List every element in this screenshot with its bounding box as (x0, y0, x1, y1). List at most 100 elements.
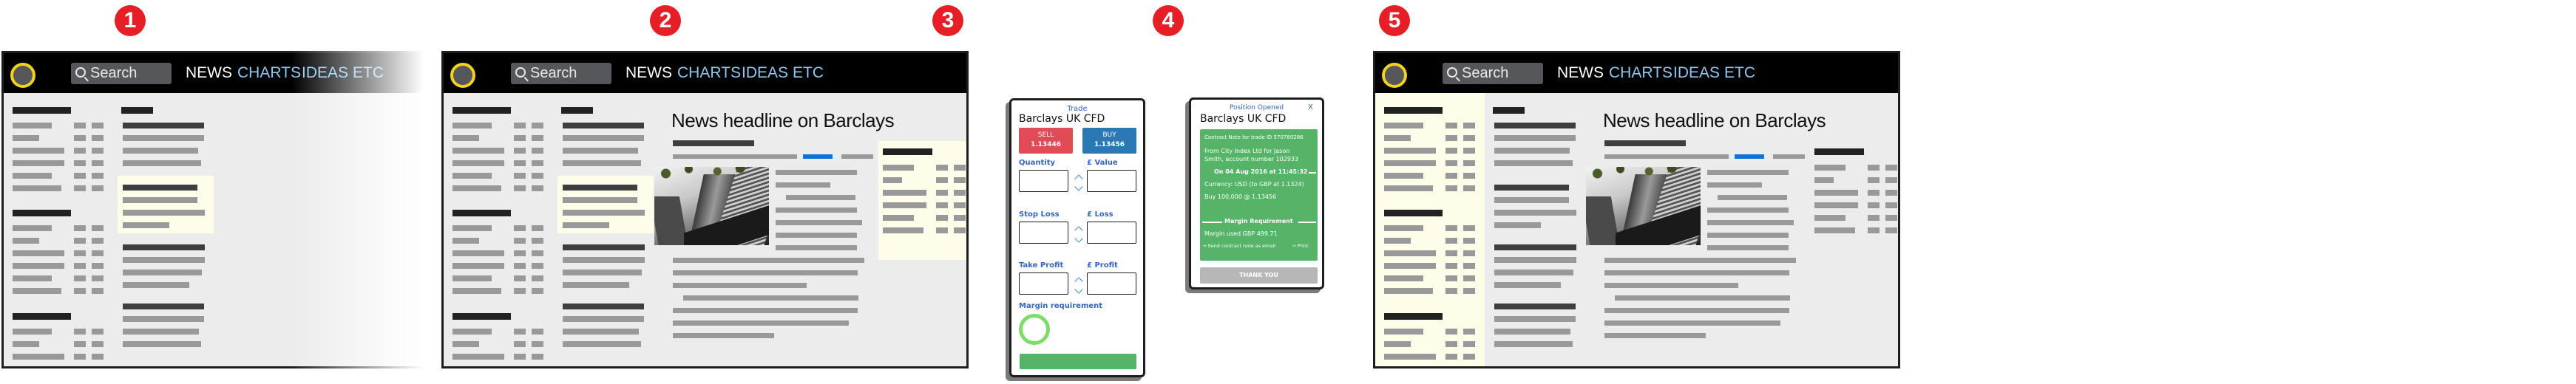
nav-charts[interactable]: CHARTS (237, 64, 301, 81)
placeholder-text-bar (1718, 195, 1787, 200)
placeholder-text-bar (776, 182, 830, 188)
placeholder-text-bar (514, 288, 526, 294)
nav-charts[interactable]: CHARTS (1609, 64, 1672, 81)
nav-news[interactable]: NEWS (626, 64, 672, 81)
sell-label: SELL (1037, 131, 1054, 139)
placeholder-text-bar (514, 354, 526, 360)
nav-ideas[interactable]: IDEAS (302, 64, 349, 81)
email-link[interactable]: → Send contract note as email (1202, 243, 1276, 249)
logo-icon[interactable] (10, 63, 35, 88)
logo-icon[interactable] (450, 63, 475, 88)
quantity-input[interactable] (1019, 170, 1068, 192)
placeholder-text-bar (1494, 197, 1569, 203)
placeholder-text-bar (74, 123, 86, 128)
print-link[interactable]: → Print (1292, 243, 1309, 249)
buy-button[interactable]: BUY 1.13456 (1082, 128, 1136, 154)
placeholder-text-bar (1494, 135, 1576, 141)
search-input[interactable]: Search (1443, 63, 1543, 84)
placeholder-text-bar (1463, 288, 1475, 294)
profit-input[interactable] (1087, 272, 1136, 295)
placeholder-text-bar (563, 282, 629, 288)
quantity-up-icon[interactable] (1074, 174, 1083, 183)
placeholder-text-bar (532, 225, 543, 231)
instrument-title: Barclays UK CFD (1200, 113, 1287, 125)
sell-button[interactable]: SELL 1.13446 (1019, 128, 1073, 154)
nav-ideas[interactable]: IDEAS (742, 64, 789, 81)
placeholder-text-bar (1445, 225, 1457, 231)
placeholder-text-bar (563, 257, 645, 263)
placeholder-text-bar (1814, 215, 1845, 221)
search-placeholder: Search (1462, 65, 1509, 81)
take-profit-input[interactable] (1019, 272, 1068, 295)
placeholder-text-bar (532, 123, 543, 128)
placeholder-text-bar (1868, 202, 1880, 208)
placeholder-text-bar (1384, 263, 1436, 269)
placeholder-text-bar (74, 354, 86, 360)
placeholder-text-bar (1885, 227, 1897, 233)
nav-charts[interactable]: CHARTS (677, 64, 741, 81)
search-input[interactable]: Search (71, 63, 172, 84)
placeholder-text-bar (1885, 202, 1897, 208)
placeholder-text-bar (1885, 177, 1897, 183)
take-profit-down-icon[interactable] (1074, 285, 1083, 294)
article-tag-link[interactable] (803, 154, 833, 159)
take-profit-label: Take Profit (1019, 261, 1064, 270)
nav-news[interactable]: NEWS (186, 64, 232, 81)
nav-etc[interactable]: ETC (793, 64, 824, 81)
take-profit-up-icon[interactable] (1074, 277, 1083, 286)
thank-you-button[interactable]: THANK YOU (1200, 267, 1318, 284)
placeholder-text-bar (13, 354, 64, 360)
placeholder-text-bar (453, 275, 492, 281)
highlighted-market-widget[interactable] (878, 141, 966, 260)
position-caption: Position Opened (1229, 104, 1284, 112)
loss-input[interactable] (1087, 222, 1136, 244)
search-placeholder: Search (530, 65, 577, 81)
placeholder-text-bar (453, 107, 511, 114)
placeholder-text-bar (532, 173, 543, 179)
placeholder-text-bar (883, 177, 902, 183)
value-input[interactable] (1087, 170, 1136, 192)
placeholder-text-bar (954, 165, 966, 171)
nav-news[interactable]: NEWS (1557, 64, 1604, 81)
divider (1202, 222, 1222, 223)
placeholder-text-bar (954, 202, 966, 208)
placeholder-text-bar (74, 329, 86, 335)
divider (1298, 222, 1316, 223)
placeholder-text-bar (453, 341, 479, 347)
placeholder-text-bar (1493, 107, 1525, 114)
article-tag-link[interactable] (1735, 154, 1764, 159)
placeholder-text-bar (1494, 329, 1570, 335)
placeholder-text-bar (1384, 354, 1436, 360)
nav-etc[interactable]: ETC (353, 64, 384, 81)
placeholder-text-bar (1384, 250, 1436, 256)
placeholder-text-bar (13, 123, 52, 128)
placeholder-text-bar (563, 304, 644, 309)
stop-loss-down-icon[interactable] (1074, 234, 1083, 243)
search-input[interactable]: Search (511, 63, 611, 84)
placeholder-text-bar (453, 148, 504, 154)
stop-loss-input[interactable] (1019, 222, 1068, 244)
logo-icon[interactable] (1382, 63, 1407, 88)
placeholder-text-bar (1463, 250, 1475, 256)
placeholder-text-bar (1494, 316, 1576, 322)
placeholder-text-bar (92, 238, 104, 244)
quantity-down-icon[interactable] (1074, 182, 1083, 191)
stop-loss-up-icon[interactable] (1074, 226, 1083, 235)
placeholder-text-bar (121, 107, 153, 114)
article-headline[interactable]: News headline on Barclays (671, 109, 895, 131)
placeholder-text-bar (1494, 341, 1573, 347)
placeholder-text-bar (92, 250, 104, 256)
close-icon[interactable]: X (1308, 103, 1313, 112)
nav-etc[interactable]: ETC (1724, 64, 1755, 81)
placeholder-text-bar (673, 270, 858, 275)
placeholder-text-bar (1814, 190, 1858, 196)
photo-detail (1586, 167, 1701, 189)
article-headline[interactable]: News headline on Barclays (1603, 109, 1826, 131)
nav-ideas[interactable]: IDEAS (1673, 64, 1721, 81)
placeholder-text-bar (563, 123, 644, 128)
placeholder-text-bar (1384, 275, 1423, 281)
placeholder-text-bar (1384, 210, 1443, 216)
place-trade-button[interactable] (1020, 354, 1136, 369)
